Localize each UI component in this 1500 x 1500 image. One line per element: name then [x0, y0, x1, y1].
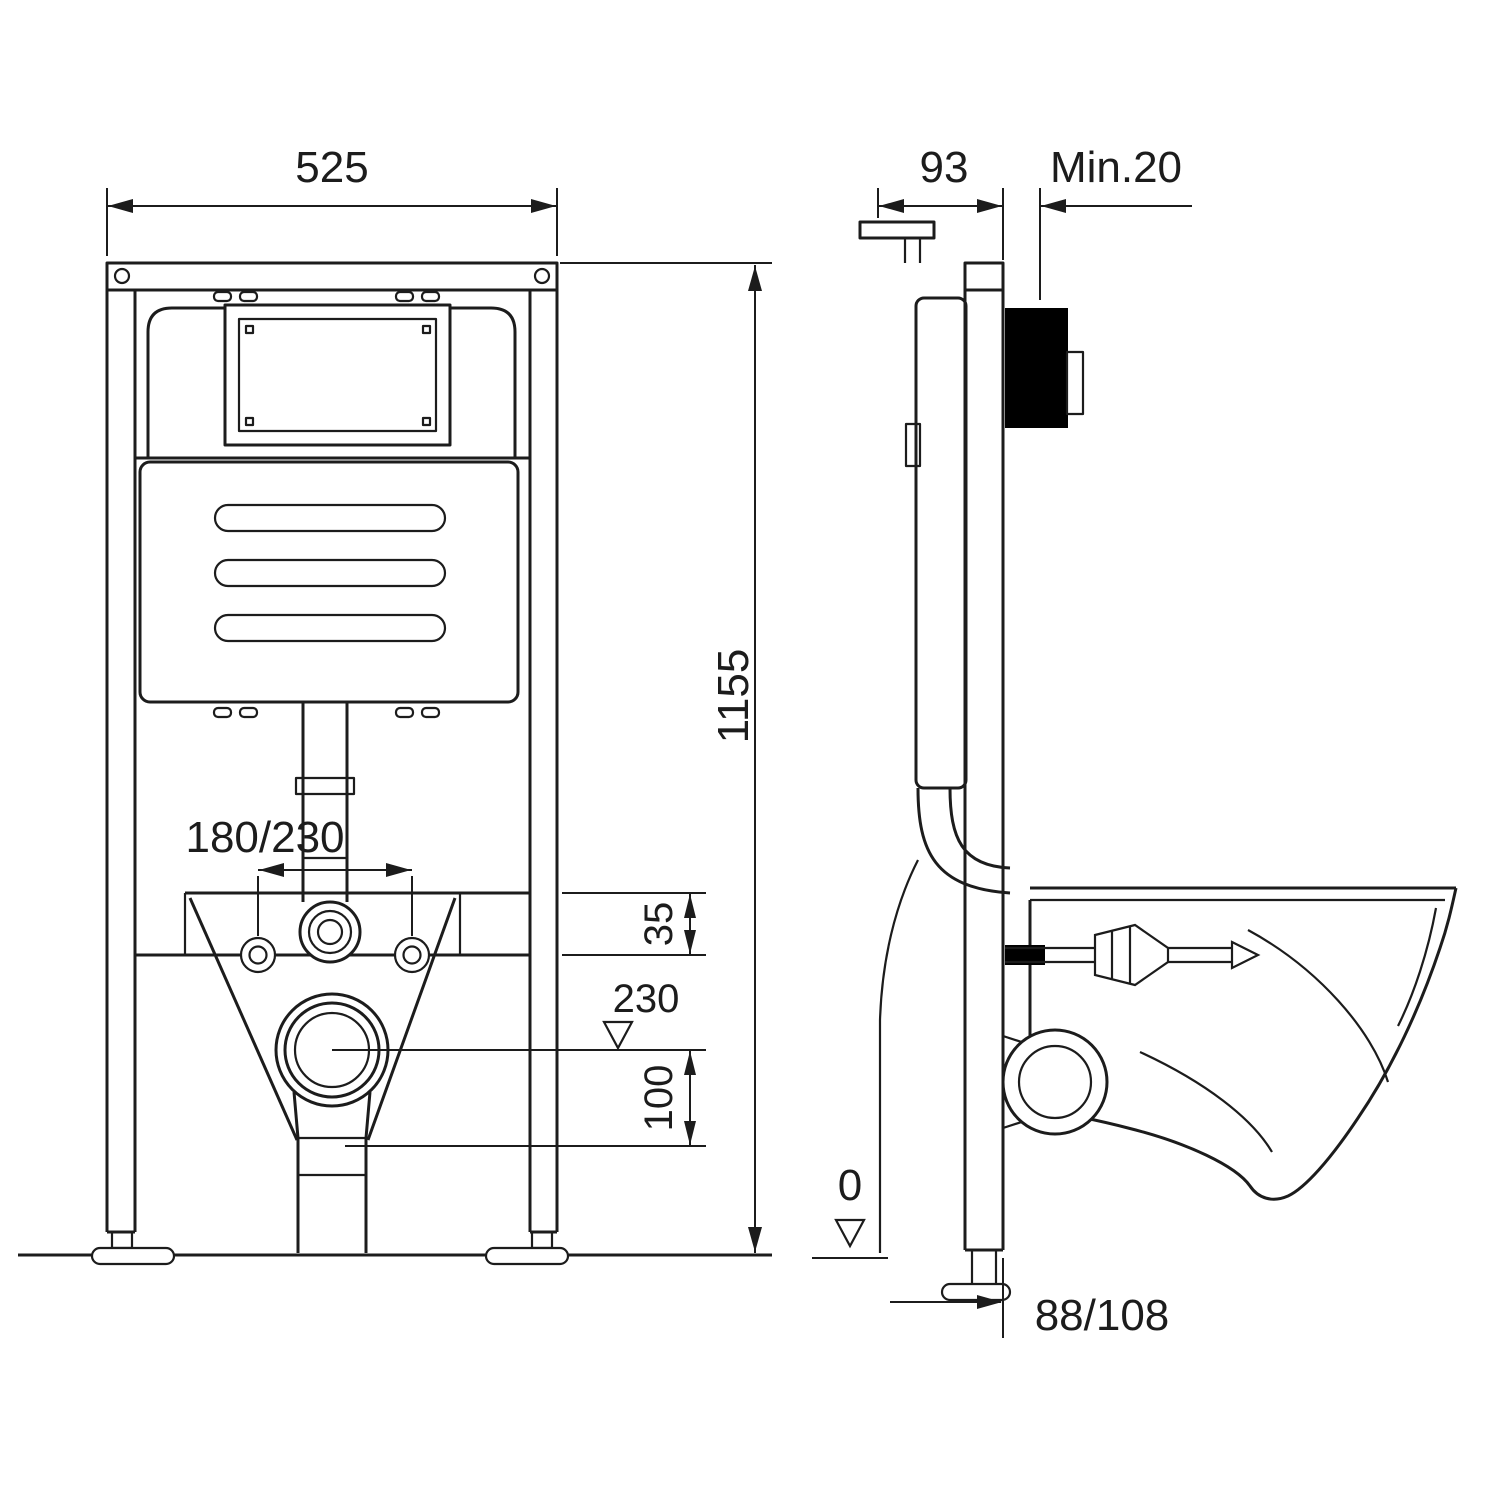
bowl-contour-line-1: [1247, 929, 1390, 1083]
frame-foot-left: [90, 1230, 176, 1266]
dim-bolt-spacing-label: 180/230: [185, 813, 344, 862]
pan-bolt-hole-right: [393, 936, 431, 974]
frame-foot-side: [940, 1250, 1012, 1302]
flush-plate-assembly: [135, 303, 530, 460]
cistern-slot-3: [213, 613, 447, 643]
flush-bend-side: [878, 787, 1011, 1253]
dim-bracket-offset: 35: [562, 892, 706, 956]
pan-bracket-front: [135, 891, 530, 1141]
dim-outlet-height-label: 230: [613, 977, 680, 1021]
dim-frame-height-label: 1155: [709, 649, 758, 744]
dim-discharge-range-label: 88/108: [1035, 1291, 1170, 1340]
dim-outlet-drop-label: 100: [637, 1065, 681, 1132]
dim-bolt-spacing: 180/230: [185, 813, 413, 936]
fixing-slots-top: [212, 290, 441, 303]
datum-triangle-side: [834, 1218, 866, 1249]
side-view: [858, 220, 1458, 1302]
dim-min-clearance: Min.20: [1039, 143, 1192, 300]
dimensions: 525 1155 180/230 35: [106, 143, 1192, 1340]
mounting-frame-front: [90, 261, 570, 1266]
frame-bolt-hole-right: [533, 267, 551, 285]
dim-frame-depth-label: 93: [920, 143, 969, 192]
cistern-side: [904, 296, 968, 790]
bowl-contour-line-3: [1397, 907, 1438, 1027]
drain-flange-side: [1001, 1028, 1109, 1136]
water-inlet-front: [298, 900, 362, 964]
bowl-contour-line-2: [1139, 1051, 1273, 1153]
cistern-slot-2: [213, 558, 447, 588]
dim-outlet-drop: 100: [345, 1050, 706, 1147]
mounting-frame-side: [858, 220, 1012, 1302]
dim-bracket-offset-label: 35: [637, 902, 681, 947]
outlet-fitting: [1093, 923, 1170, 987]
frame-bolt-hole-left: [113, 267, 131, 285]
front-view: [18, 261, 772, 1266]
datum-triangle-front: [602, 1020, 634, 1051]
flush-plate-outer: [223, 303, 452, 447]
flush-plate-inner: [237, 317, 438, 433]
flush-pipe-front: [294, 702, 356, 902]
dim-discharge-range: 88/108: [890, 1258, 1169, 1340]
wall-bracket-side: [858, 220, 936, 263]
pan-bolt-hole-left: [239, 936, 277, 974]
fixing-rod-side: [1005, 923, 1261, 987]
dim-frame-height: 1155: [560, 262, 772, 1253]
toilet-bowl-profile: [1028, 886, 1458, 1201]
cistern-slot-1: [213, 503, 447, 533]
rod-end-cap: [1230, 940, 1261, 970]
dim-frame-width: 525: [106, 143, 558, 256]
dim-frame-width-label: 525: [295, 143, 368, 192]
fixing-slots-bottom: [212, 706, 441, 719]
dim-floor-level-label: 0: [838, 1161, 862, 1210]
dim-frame-depth: 93: [877, 143, 1004, 260]
cistern-front: [138, 460, 520, 719]
frame-foot-right: [484, 1230, 570, 1266]
dim-outlet-height: 230: [332, 977, 706, 1051]
flush-plate-corner-marks: [244, 324, 432, 427]
actuator-box-side: [1005, 308, 1085, 428]
drain-outlet-front: [274, 992, 390, 1253]
dim-min-clearance-label: Min.20: [1050, 143, 1182, 192]
dim-floor-level: 0: [812, 1161, 888, 1259]
fill-valve-inlet: [904, 422, 922, 468]
